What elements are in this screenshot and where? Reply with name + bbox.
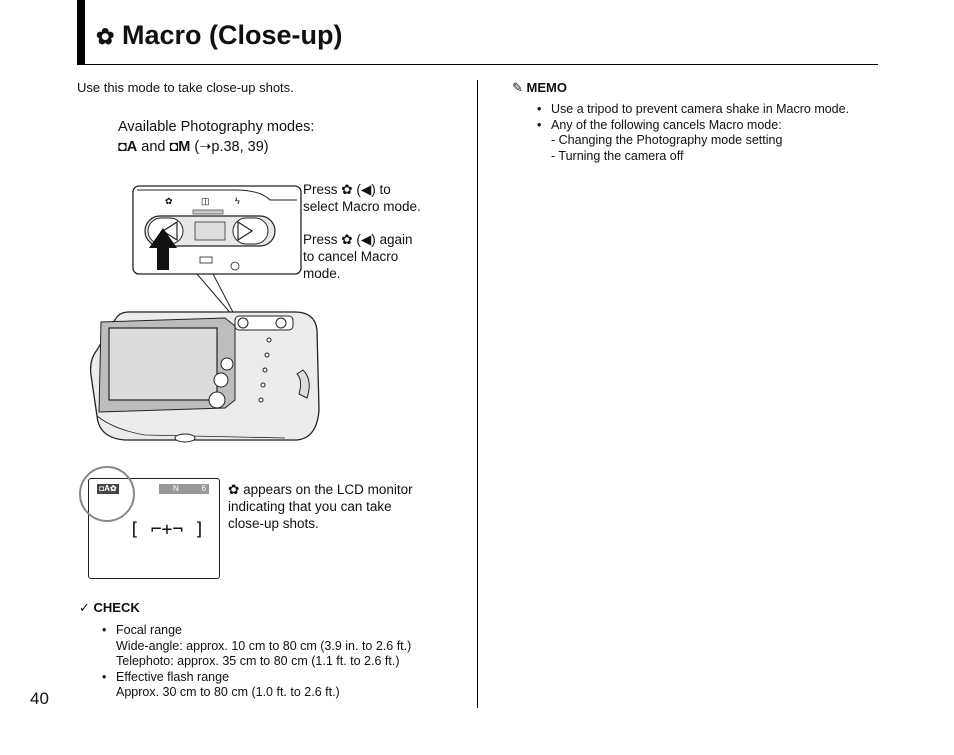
macro-inline-icon: ✿ — [341, 232, 353, 247]
lcd-caption: ✿ appears on the LCD monitor indicating … — [228, 481, 413, 532]
macro-small-icon: ✿ — [165, 196, 173, 206]
check-item-label: Effective flash range — [116, 669, 230, 684]
memo-heading-text: MEMO — [526, 80, 567, 95]
title-bar — [77, 0, 85, 64]
cancel-text-e: mode. — [303, 266, 341, 281]
page-title: ✿ Macro (Close-up) — [96, 20, 343, 51]
check-item-line: Telephoto: approx. 35 cm to 80 cm (1.1 f… — [116, 654, 400, 668]
focus-frame-icon: [ ⌐+¬ ] — [129, 519, 205, 540]
macro-flower-icon: ✿ — [96, 24, 115, 49]
memo-sublist: - Changing the Photography mode setting … — [551, 133, 782, 164]
check-section: ✓ CHECK — [79, 600, 140, 616]
list-item: Use a tripod to prevent camera shake in … — [537, 102, 849, 118]
camera-manual-icon: ◘M — [169, 139, 191, 155]
list-item: Any of the following cancels Macro mode: — [537, 118, 849, 134]
flash-small-icon: ϟ — [235, 196, 240, 206]
select-text-b: ( — [356, 182, 361, 197]
highlight-circle — [79, 466, 135, 522]
check-item-line: Approx. 30 cm to 80 cm (1.0 ft. to 2.6 f… — [116, 685, 340, 699]
select-text-d: select Macro mode. — [303, 199, 421, 214]
lcd-count: 6 — [201, 484, 206, 493]
check-icon: ✓ — [79, 600, 90, 615]
lcd-caption-line2: indicating that you can take — [228, 499, 392, 514]
page-title-text: Macro (Close-up) — [122, 20, 343, 50]
camera-auto-icon: ◘A — [118, 139, 138, 155]
modes-ref: (➝p.38, 39) — [194, 139, 269, 155]
macro-inline-icon: ✿ — [341, 182, 353, 197]
cancel-text-b: ( — [356, 232, 361, 247]
memo-note-icon: ✎ — [512, 80, 523, 95]
check-item-label: Focal range — [116, 623, 183, 637]
cancel-instruction: Press ✿ (◀) again to cancel Macro mode. — [303, 231, 413, 282]
check-heading: ✓ CHECK — [79, 600, 140, 616]
select-instruction: Press ✿ (◀) to select Macro mode. — [303, 181, 421, 215]
lcd-caption-line1: appears on the LCD monitor — [243, 482, 413, 497]
modes-line1: Available Photography modes: — [118, 119, 315, 135]
lcd-caption-line3: close-up shots. — [228, 516, 319, 531]
intro-text: Use this mode to take close-up shots. — [77, 80, 294, 95]
memo-heading: ✎ MEMO — [512, 80, 567, 96]
cancel-text-c: ) again — [371, 232, 413, 247]
display-small-icon: ◫ — [201, 196, 210, 206]
left-triangle-icon: ◀ — [360, 232, 372, 247]
lcd-status-bar: N 6 — [159, 484, 209, 494]
memo-subitem: - Changing the Photography mode setting — [551, 133, 783, 147]
list-item: Focal range Wide-angle: approx. 10 cm to… — [102, 623, 411, 670]
camera-illustration: ✿ ◫ ϟ — [89, 185, 320, 443]
page-number: 40 — [30, 689, 49, 708]
select-text-a: Press — [303, 182, 338, 197]
left-triangle-icon: ◀ — [360, 182, 372, 197]
cancel-text-d: to cancel Macro — [303, 249, 399, 264]
press-arrow-icon — [149, 228, 177, 270]
title-rule — [77, 64, 878, 65]
check-heading-text: CHECK — [93, 600, 140, 615]
check-list: Focal range Wide-angle: approx. 10 cm to… — [102, 623, 411, 701]
modes-and: and — [141, 139, 166, 155]
check-item-line: Wide-angle: approx. 10 cm to 80 cm (3.9 … — [116, 638, 412, 653]
column-divider — [477, 80, 478, 708]
macro-inline-icon: ✿ — [228, 482, 240, 497]
lcd-quality: N — [173, 484, 179, 493]
memo-subitem: - Turning the camera off — [551, 148, 684, 163]
available-modes: Available Photography modes: ◘A and ◘M (… — [118, 117, 314, 157]
list-item: Effective flash range Approx. 30 cm to 8… — [102, 670, 411, 701]
memo-list: Use a tripod to prevent camera shake in … — [537, 102, 849, 133]
select-text-c: ) to — [371, 182, 391, 197]
cancel-text-a: Press — [303, 232, 338, 247]
modes-line2: ◘A and ◘M (➝p.38, 39) — [118, 137, 314, 157]
